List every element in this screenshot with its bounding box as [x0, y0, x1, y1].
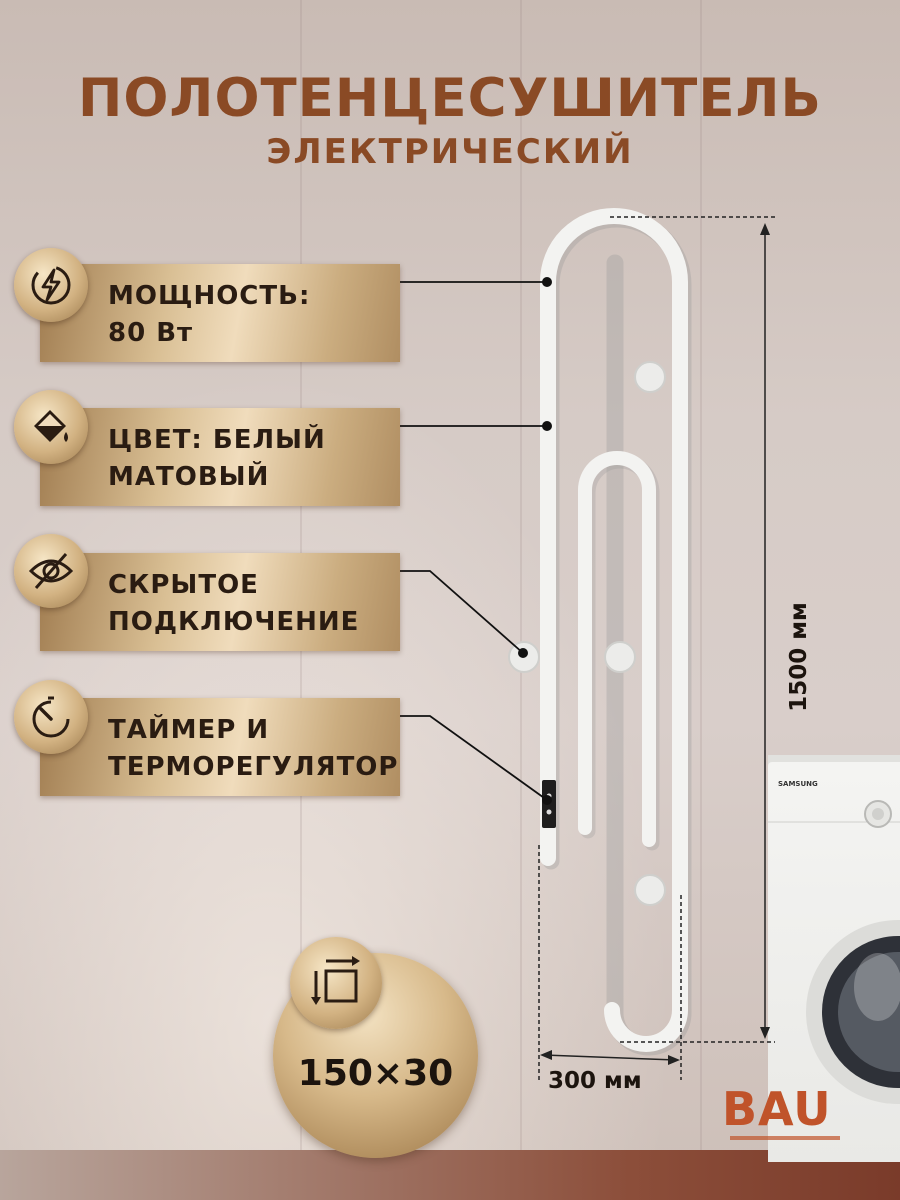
feature-power: МОЩНОСТЬ: 80 Вт: [40, 264, 400, 362]
feature-label: ТАЙМЕР И: [108, 715, 270, 745]
feature-timer: ТАЙМЕР И ТЕРМОРЕГУЛЯТОР: [40, 698, 400, 796]
page-subtitle: ЭЛЕКТРИЧЕСКИЙ: [266, 132, 634, 172]
washer-details: [768, 800, 900, 1104]
timer-icon: [14, 680, 88, 754]
wall-panel-seam: [520, 0, 522, 1200]
height-value: 1500 мм: [786, 602, 812, 712]
logo-underline: [730, 1136, 840, 1140]
hidden-eye-icon: [14, 534, 88, 608]
feature-color: ЦВЕТ: БЕЛЫЙ МАТОВЫЙ: [40, 408, 400, 506]
feature-label: СКРЫТОЕ: [108, 570, 259, 600]
dimensions-icon: [290, 937, 382, 1029]
brand-logo: BAU: [722, 1082, 832, 1136]
floor: [0, 1150, 900, 1200]
feature-label: МОЩНОСТЬ:: [108, 281, 311, 311]
size-value: 150×30: [297, 1053, 454, 1094]
feature-label: ЦВЕТ: БЕЛЫЙ: [108, 425, 326, 455]
feature-value: МАТОВЫЙ: [108, 462, 270, 492]
page-title: ПОЛОТЕНЦЕСУШИТЕЛЬ: [78, 68, 822, 129]
feature-value: 80 Вт: [108, 318, 194, 348]
width-value: 300 мм: [548, 1068, 642, 1094]
wall-panel-seam: [700, 0, 702, 1200]
paint-bucket-icon: [14, 390, 88, 464]
feature-value: ПОДКЛЮЧЕНИЕ: [108, 607, 360, 637]
feature-hidden-connection: СКРЫТОЕ ПОДКЛЮЧЕНИЕ: [40, 553, 400, 651]
lightning-icon: [14, 248, 88, 322]
dimension-lines: [538, 216, 775, 1080]
callout-lines: [381, 277, 552, 805]
height-label: 1500 мм: [779, 580, 819, 740]
washer-brand: SAMSUNG: [778, 780, 818, 788]
feature-value: ТЕРМОРЕГУЛЯТОР: [108, 752, 399, 782]
